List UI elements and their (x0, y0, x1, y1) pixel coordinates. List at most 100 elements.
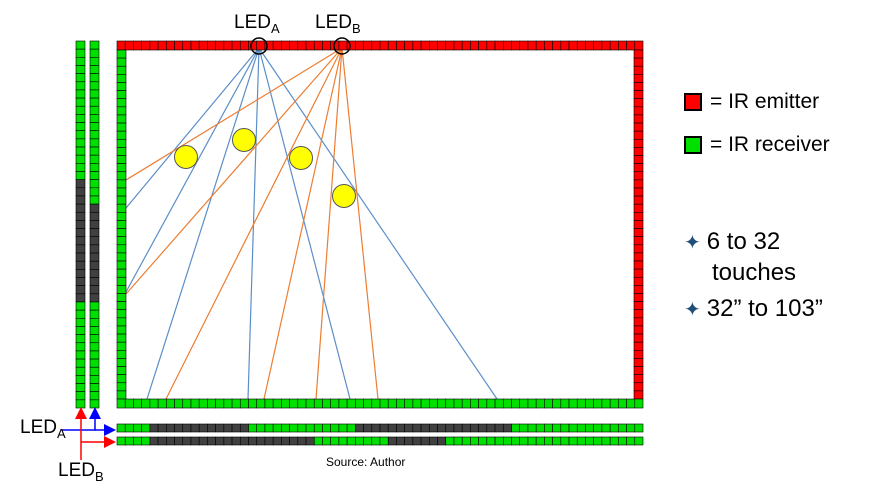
signal-cell-a (75, 65, 86, 74)
emitter-cell (420, 40, 430, 51)
emitter-cell (239, 40, 249, 51)
signal-cell-b (346, 436, 356, 446)
signal-cell-b (116, 436, 126, 446)
signal-cell-a (297, 423, 307, 433)
receiver-cell (461, 398, 471, 409)
receiver-cell (190, 398, 200, 409)
receiver-cell (116, 244, 127, 254)
signal-cell-a (75, 277, 86, 286)
receiver-cell (116, 147, 127, 156)
signal-cell-a (560, 423, 570, 433)
receiver-cell (231, 398, 241, 409)
receiver-cell (116, 293, 127, 302)
ray-a (258, 47, 498, 400)
signal-cell-a (576, 423, 586, 433)
emitter-cell (535, 40, 545, 51)
signal-cell-b (133, 436, 142, 446)
receiver-cell (305, 398, 315, 409)
receiver-cell (116, 390, 127, 400)
signal-cell-b (89, 195, 100, 205)
signal-cell-b (89, 179, 100, 189)
emitter-cell (355, 40, 364, 51)
signal-cell-b (305, 436, 315, 446)
signal-cell-b (89, 326, 100, 335)
signal-cell-a (264, 423, 274, 433)
signal-cell-a (75, 317, 86, 327)
signal-cell-a (338, 423, 348, 433)
led-b-top-label: LEDB (315, 12, 361, 36)
receiver-cell (116, 260, 127, 270)
signal-cell-b (371, 436, 381, 446)
emitter-cell (511, 40, 521, 51)
signal-cell-b (89, 40, 100, 50)
emitter-cell (633, 65, 644, 75)
signal-cell-a (75, 285, 86, 295)
receiver-cell (116, 106, 127, 116)
signal-cell-b (207, 436, 216, 446)
emitter-cell (437, 40, 447, 51)
receiver-cell (544, 398, 553, 409)
ray-b (263, 47, 343, 400)
signal-cell-b (89, 358, 100, 368)
signal-cell-a (75, 138, 86, 148)
emitter-cell (166, 40, 175, 51)
signal-cell-a (75, 130, 86, 140)
signal-cell-b (89, 277, 100, 286)
emitter-cell (387, 40, 397, 51)
emitter-cell (633, 57, 644, 67)
emitter-cell (633, 276, 644, 286)
signal-cell-a (75, 57, 86, 66)
ray-a (146, 47, 260, 400)
emitter-cell (223, 40, 233, 51)
receiver-cell (502, 398, 512, 409)
receiver-cell (116, 333, 127, 343)
signal-cell-a (544, 423, 553, 433)
signal-cell-a (75, 48, 86, 58)
emitter-cell (633, 382, 644, 392)
signal-cell-b (429, 436, 438, 446)
signal-cell-a (190, 423, 200, 433)
signal-cell-a (519, 423, 529, 433)
emitter-cell (633, 179, 644, 189)
signal-cell-b (281, 436, 290, 446)
signal-cell-a (75, 244, 86, 254)
signal-cell-a (174, 423, 184, 433)
signal-cell-b (568, 436, 578, 446)
signal-cell-b (157, 436, 167, 446)
receiver-cell (363, 398, 373, 409)
signal-cell-a (149, 423, 159, 433)
receiver-cell (511, 398, 521, 409)
emitter-cell (633, 252, 644, 262)
signal-cell-b (89, 391, 100, 401)
signal-cell-a (396, 423, 405, 433)
emitter-cell (633, 374, 644, 384)
signal-cell-b (379, 436, 389, 446)
emitter-cell (593, 40, 603, 51)
signal-cell-a (445, 423, 455, 433)
signal-cell-b (396, 436, 405, 446)
signal-cell-b (338, 436, 348, 446)
receiver-cell (371, 398, 381, 409)
emitter-cell (633, 366, 644, 375)
signal-cell-b (89, 187, 100, 197)
signal-cell-a (313, 423, 323, 433)
receiver-cell (527, 398, 537, 409)
emitter-cell (633, 155, 644, 164)
signal-cell-b (89, 65, 100, 74)
emitter-cell (133, 40, 142, 51)
signal-cell-a (552, 423, 562, 433)
signal-cell-b (89, 73, 100, 83)
signal-cell-b (89, 97, 100, 107)
signal-cell-a (404, 423, 414, 433)
signal-cell-a (289, 423, 299, 433)
signal-cell-b (174, 436, 184, 446)
signal-cell-b (585, 436, 594, 446)
emitter-cell (198, 40, 208, 51)
emitter-cell (633, 90, 644, 99)
led-markers (250, 37, 351, 55)
signal-cell-b (190, 436, 200, 446)
receiver-cell (396, 398, 405, 409)
sensor-cells (75, 40, 644, 446)
emitter-cell (633, 333, 644, 343)
receiver-cell (116, 228, 127, 237)
